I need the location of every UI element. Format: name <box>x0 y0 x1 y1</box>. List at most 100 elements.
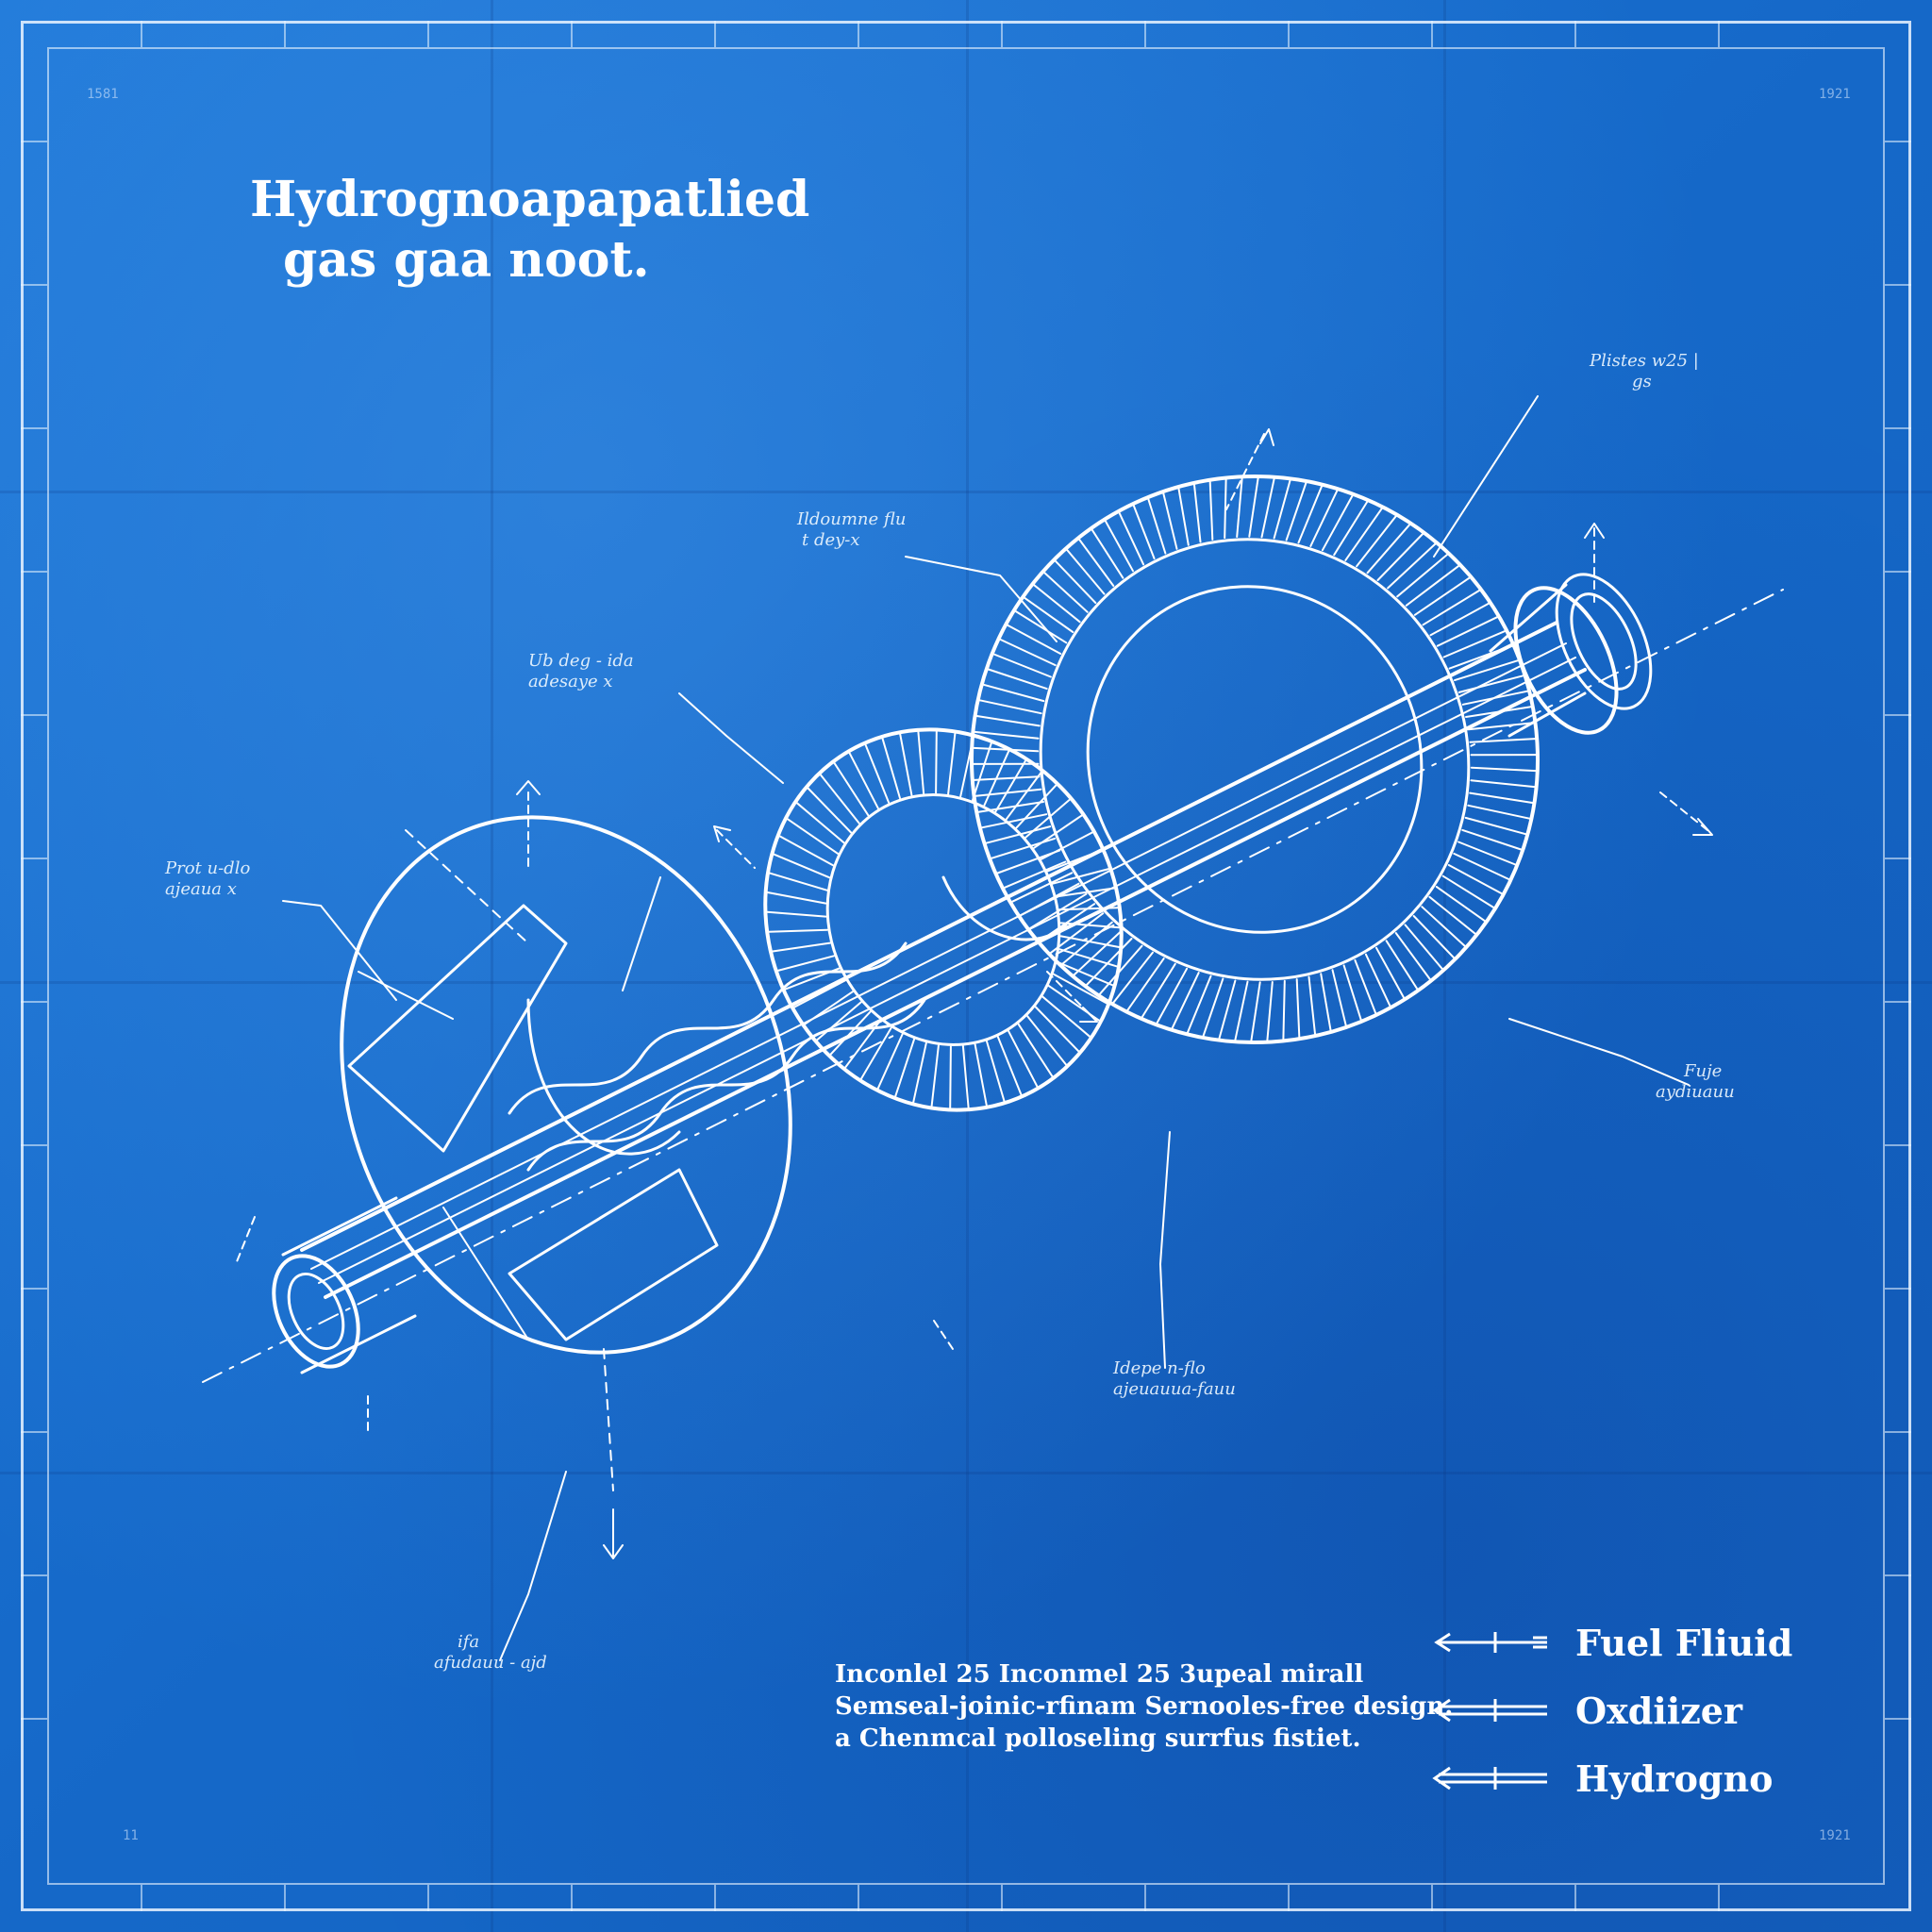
legend-item-oxidizer: Oxdiizer <box>1429 1676 1863 1744</box>
drawing-stroke <box>972 741 992 802</box>
drawing-stroke <box>1118 511 1145 566</box>
drawing-stroke <box>1014 610 1068 644</box>
drawing-stroke <box>1052 868 1110 885</box>
drawing-stroke <box>859 1026 892 1080</box>
drawing-stroke <box>1224 478 1227 540</box>
drawing-title: Hydrognoapapatlied gas gaa noot. <box>250 170 910 291</box>
drawing-stroke <box>1260 477 1275 539</box>
annotation-note: Prot u-dlo ajeaua x <box>165 858 251 899</box>
drawing-stroke <box>1266 981 1274 1041</box>
drawing-stroke <box>776 955 835 972</box>
drawing-stroke <box>973 746 1040 753</box>
drawing-stroke <box>807 787 853 834</box>
drawing-stroke <box>1461 828 1523 851</box>
drawing-stroke <box>1033 584 1081 624</box>
dimension-lines <box>235 395 1713 1661</box>
drawing-stroke <box>1436 616 1498 647</box>
drawing-stroke <box>1457 675 1524 693</box>
drawing-stroke <box>917 730 925 794</box>
flow-legend: Fuel Fliuid Oxdiizer <box>1429 1608 1863 1812</box>
drawing-stroke <box>982 683 1045 703</box>
drawing-stroke <box>1354 958 1377 1014</box>
drawing-stroke <box>1034 1006 1080 1053</box>
drawing-stroke <box>935 730 938 794</box>
drawing-stroke <box>1147 498 1167 555</box>
drawing-stroke <box>1056 960 1114 987</box>
drawing-stroke <box>1011 872 1074 903</box>
drawing-stroke <box>1054 559 1097 604</box>
drawing-stroke <box>1053 973 1108 1005</box>
legend-item-fuel: Fuel Fliuid <box>1429 1608 1863 1676</box>
corner-mark-bottom-left: 11 <box>123 1828 139 1843</box>
arrow-icon <box>1434 1632 1547 1653</box>
drawing-stroke <box>912 1041 927 1104</box>
drawing-stroke <box>1364 953 1391 1008</box>
drawing-stroke <box>999 638 1057 667</box>
drawing-stroke <box>795 802 845 844</box>
drawing-stroke <box>1041 995 1091 1038</box>
drawing-stroke <box>1457 841 1517 866</box>
main-shaft <box>272 573 1653 1374</box>
legend-label: Oxdiizer <box>1575 1689 1742 1732</box>
drawing-stroke <box>1162 492 1178 550</box>
drawing-stroke <box>974 730 1040 740</box>
corner-mark-bottom-right: 1921 <box>1819 1828 1851 1843</box>
drawing-stroke <box>1008 1030 1039 1088</box>
drawing-stroke <box>1394 932 1431 980</box>
drawing-stroke <box>1404 924 1443 970</box>
drawing-stroke <box>1056 887 1115 898</box>
drawing-stroke <box>980 813 1048 829</box>
drawing-stroke <box>1469 791 1534 804</box>
drawing-stroke <box>985 825 1052 844</box>
drawing-stroke <box>1059 935 1121 948</box>
paper-fold-line <box>966 0 969 1932</box>
drawing-stroke <box>1003 860 1067 889</box>
drawing-stroke <box>1026 1015 1068 1066</box>
drawing-stroke <box>778 835 834 867</box>
drawing-stroke <box>1342 964 1362 1021</box>
drawing-stroke <box>978 699 1042 715</box>
drawing-stroke <box>949 1045 952 1109</box>
outer-border <box>21 21 1911 1911</box>
drawing-stroke <box>1015 784 1058 829</box>
annotation-note: Ub deg - ida adesaye x <box>528 651 634 691</box>
drawing-stroke <box>974 788 1042 797</box>
drawing-stroke <box>833 761 870 817</box>
drawing-stroke <box>974 1043 988 1107</box>
drawing-stroke <box>1442 630 1507 658</box>
drawing-stroke <box>1307 975 1316 1035</box>
drawing-stroke <box>1467 804 1531 820</box>
drawing-stroke <box>1236 477 1243 538</box>
drawing-stroke <box>1429 602 1490 637</box>
drawing-stroke <box>1234 980 1249 1041</box>
drawing-stroke <box>1073 929 1123 976</box>
drawing-stroke <box>1453 852 1510 881</box>
inner-border <box>47 47 1885 1885</box>
drawing-stroke <box>1024 596 1074 633</box>
drawing-stroke <box>1007 624 1062 655</box>
drawing-stroke <box>766 910 827 918</box>
drawing-stroke <box>983 750 1010 807</box>
double-arrow-icon <box>1432 1698 1547 1723</box>
drawing-stroke <box>819 774 860 824</box>
drawing-stroke <box>1141 962 1176 1019</box>
drawing-stroke <box>975 715 1041 727</box>
drawing-stroke <box>1132 505 1156 560</box>
drawing-stroke <box>768 928 828 933</box>
drawing-stroke <box>987 668 1048 691</box>
drawing-stroke <box>1356 515 1397 568</box>
drawing-stroke <box>1098 944 1143 995</box>
drawing-stroke <box>1344 508 1383 561</box>
drawing-stroke <box>1058 948 1118 968</box>
drawing-stroke <box>894 1038 915 1098</box>
drawing-stroke <box>793 979 847 1008</box>
drawing-stroke <box>769 872 828 891</box>
title-line-1: Hydrognoapapatlied <box>250 171 810 228</box>
drawing-stroke <box>1297 485 1323 544</box>
drawing-stroke <box>1033 814 1083 849</box>
legend-label: Hydrogno <box>1575 1757 1774 1800</box>
paper-fold-line <box>0 491 1932 493</box>
drawing-stroke <box>829 1010 872 1056</box>
